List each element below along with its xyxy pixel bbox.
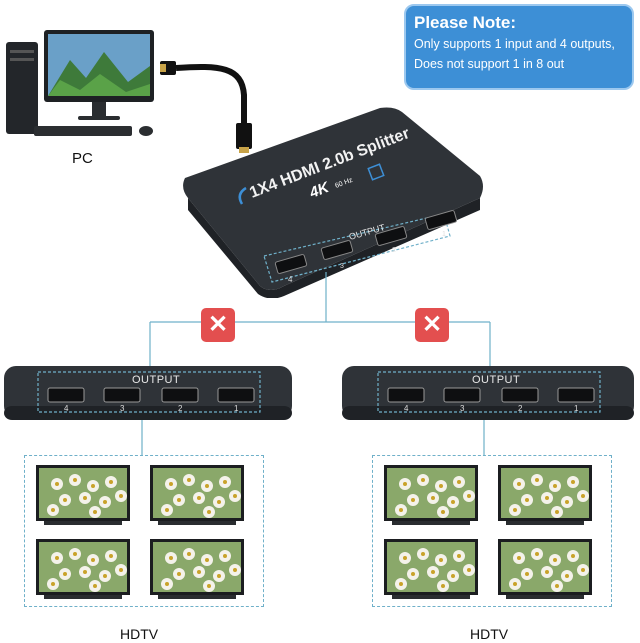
note-box: Please Note: Only supports 1 input and 4… xyxy=(404,4,634,90)
x-badge-left: ✕ xyxy=(201,308,235,342)
hdtv-icon xyxy=(36,539,130,599)
right-port-2-label: 2 xyxy=(518,404,523,413)
hdtv-icon xyxy=(384,465,478,525)
hdtv-icon xyxy=(150,539,244,599)
pc-illustration xyxy=(6,30,154,136)
tv-lines xyxy=(141,420,485,456)
connection-lines xyxy=(149,272,491,368)
tv-group-right xyxy=(372,455,612,607)
svg-text:1: 1 xyxy=(442,231,446,238)
right-port-1 xyxy=(557,387,595,403)
tv-group-left xyxy=(24,455,264,607)
hdtv-label-right: HDTV xyxy=(470,626,509,642)
hdtv-icon xyxy=(498,539,592,599)
right-port-3 xyxy=(443,387,481,403)
left-port-4-label: 4 xyxy=(64,404,69,413)
right-port-4 xyxy=(387,387,425,403)
note-line-2: Does not support 1 in 8 out xyxy=(414,57,565,71)
right-port-2 xyxy=(501,387,539,403)
left-port-2 xyxy=(161,387,199,403)
svg-text:4: 4 xyxy=(288,275,293,284)
mouse-icon xyxy=(139,126,153,136)
cube-icon xyxy=(367,163,385,181)
pc-label: PC xyxy=(72,150,93,167)
left-port-1 xyxy=(217,387,255,403)
keyboard-icon xyxy=(34,126,132,136)
main-port-4: 4 xyxy=(274,254,308,284)
note-line-1: Only supports 1 input and 4 outputs, xyxy=(414,37,615,51)
svg-text:3: 3 xyxy=(340,263,344,270)
main-port-2: 2 xyxy=(374,226,408,254)
left-port-1-label: 1 xyxy=(234,404,239,413)
svg-text:2: 2 xyxy=(392,247,396,254)
hdtv-icon xyxy=(150,465,244,525)
arrow-icon xyxy=(238,186,247,205)
left-port-3-label: 3 xyxy=(120,404,125,413)
badge-4k: 4K xyxy=(306,179,332,203)
main-port-3: 3 xyxy=(320,240,354,270)
left-port-2-label: 2 xyxy=(178,404,183,413)
note-title: Please Note: xyxy=(414,13,517,32)
hdtv-icon xyxy=(498,465,592,525)
hdtv-icon xyxy=(36,465,130,525)
pc-tower-icon xyxy=(6,42,38,134)
right-splitter: OUTPUT 4 3 2 1 xyxy=(342,366,634,428)
left-splitter: OUTPUT 4 3 2 1 xyxy=(4,366,292,428)
tv-layer xyxy=(36,465,592,599)
main-port-1: 1 xyxy=(424,210,458,238)
right-port-3-label: 3 xyxy=(460,404,465,413)
x-badge-right: ✕ xyxy=(415,308,449,342)
right-output-label: OUTPUT xyxy=(472,374,521,386)
right-port-1-label: 1 xyxy=(574,404,579,413)
right-port-4-label: 4 xyxy=(404,404,409,413)
left-port-4 xyxy=(47,387,85,403)
left-output-label: OUTPUT xyxy=(132,374,181,386)
hdtv-label-left: HDTV xyxy=(120,626,159,642)
main-splitter: 1X4 HDMI 2.0b Splitter 4K 60 Hz OUTPUT 4… xyxy=(183,107,484,298)
left-port-3 xyxy=(103,387,141,403)
hdmi-cable-icon xyxy=(160,61,252,153)
hdtv-icon xyxy=(384,539,478,599)
